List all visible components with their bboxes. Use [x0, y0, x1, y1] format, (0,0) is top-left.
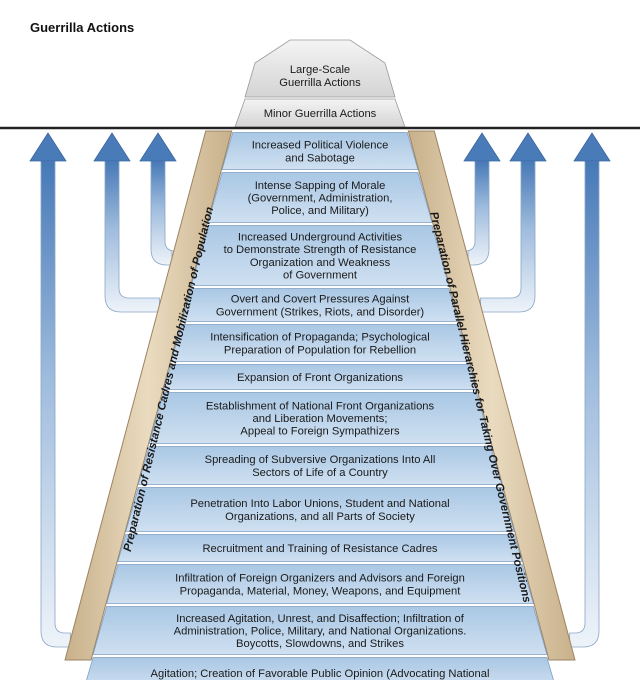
step-label: Expansion of Front Organizations — [237, 372, 403, 384]
guerrilla-step: Minor Guerrilla Actions — [234, 98, 406, 128]
upward-arrow — [480, 132, 547, 313]
pyramid-step: Spreading of Subversive Organizations In… — [137, 446, 503, 485]
step-label: Intensification of Propaganda; Psycholog… — [210, 332, 430, 357]
upward-arrow — [29, 132, 71, 648]
pyramid-step: Intensification of Propaganda; Psycholog… — [170, 324, 470, 362]
step-label: Increased Agitation, Unrest, and Disaffe… — [174, 613, 467, 650]
pyramid-step: Penetration Into Labor Unions, Student a… — [125, 487, 515, 532]
step-label: Recruitment and Training of Resistance C… — [202, 543, 437, 555]
pyramid-step: Intense Sapping of Morale(Government, Ad… — [207, 172, 433, 223]
right-band — [407, 130, 576, 661]
upward-arrow — [463, 132, 501, 266]
step-label: Penetration Into Labor Unions, Student a… — [190, 498, 449, 523]
pyramid-step: Establishment of National Front Organiza… — [148, 392, 492, 444]
step-label: Minor Guerrilla Actions — [264, 108, 377, 120]
left-band — [64, 130, 233, 661]
upward-arrows — [29, 132, 611, 648]
upward-arrow — [93, 132, 160, 313]
pyramid-step: Agitation; Creation of Favorable Public … — [86, 657, 554, 680]
step-label: Agitation; Creation of Favorable Public … — [151, 668, 490, 680]
pyramid-step: Recruitment and Training of Resistance C… — [117, 534, 523, 562]
diagram-title: Guerrilla Actions — [30, 20, 134, 35]
step-label: Infiltration of Foreign Organizers and A… — [175, 573, 465, 598]
upward-arrow — [569, 132, 611, 648]
pyramid-step: Expansion of Front Organizations — [163, 364, 477, 390]
step-label: Spreading of Subversive Organizations In… — [205, 454, 436, 479]
pyramid-step: Infiltration of Foreign Organizers and A… — [106, 564, 534, 604]
upward-arrow — [139, 132, 177, 266]
step-label: Intense Sapping of Morale(Government, Ad… — [248, 180, 393, 217]
pyramid-step: Increased Agitation, Unrest, and Disaffe… — [92, 606, 548, 655]
side-bands — [64, 130, 576, 661]
step-label: Establishment of National Front Organiza… — [206, 400, 435, 437]
